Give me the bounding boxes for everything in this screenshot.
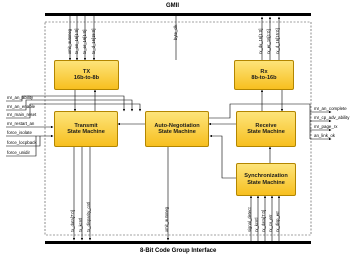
receive-state-machine: Receive State Machine [236,111,296,147]
receive-block-subtitle: State Machine [247,129,285,135]
signal-rx-cv-err: rx_cv_err [268,214,273,232]
code-group-interface-label: 8-Bit Code Group Interface [140,248,217,254]
signal-mr-an-enable: mr_an_enable [7,104,36,109]
gmii-bus [45,13,311,16]
transmit-block-title: Transmit [74,122,98,129]
signal-rx-d-16: rx_d_16[15:0] [275,28,280,54]
tx-block-title: TX [82,68,91,75]
signal-mr-main-reset: mr_main_reset [7,112,37,117]
sync-block-subtitle: State Machine [247,179,285,186]
rx-block: Rx 8b-to-16b [234,60,294,90]
signal-force-unidir: force_unidir [7,150,30,155]
signal-tx-kcntl: tx_kcntl [78,217,83,232]
signal-lines [6,16,332,241]
rx-block-subtitle: 8b-to-16b [251,75,277,81]
signal-tx-en-16: tx_en_16[1:0] [74,28,79,54]
pcs-boundary [44,21,312,236]
signal-rx-data: rx_data[7:0] [261,209,266,232]
gmii-label: GMII [166,3,179,9]
signal-rx-dv-16: rx_dv_16[1:0] [258,28,263,54]
rx-block-title: Rx [260,68,268,75]
signal-force-locpback: force_locpback [7,140,37,145]
autonegotiation-state-machine: Auto-Negotiation State Machine [145,111,209,147]
signal-an-link-ok: an_link_ok [314,133,335,138]
signal-tx-d-16: tx_d_16[15:0] [91,28,96,54]
signal-xmit-autoneg-bottom: xmit_autoneg [164,206,169,232]
signal-rx-er-16: rx_er_16[1:0] [266,29,271,54]
autoneg-block-subtitle: State Machine [158,129,196,135]
transmit-state-machine: Transmit State Machine [54,111,118,147]
signal-tx-disparity-cntl: tx_disparity_cntl [86,201,91,232]
sync-block-title: Synchronization [244,173,288,179]
autoneg-block-title: Auto-Negotiation [154,122,200,129]
signal-rx-kcntl: rx_kcntl [254,217,259,232]
synchronization-state-machine: Synchronization State Machine [236,163,296,196]
transmit-block-subtitle: State Machine [67,129,105,135]
receive-block-title: Receive [255,122,277,129]
tx-block: TX 16b-to-8b [54,60,119,90]
signal-force-isolate: force_isolate [7,130,32,135]
signal-signal-detect: signal_detect [247,207,252,232]
signal-mr-page-rx: mr_page_rx [314,124,338,129]
signal-mr-cp-adv-ability: mr_cp_adv_ability [314,115,350,120]
signal-tx-er-16: tx_er_16[1:0] [82,29,87,54]
tx-block-subtitle: 16b-to-8b [73,75,100,81]
signal-tx-data: tx_data[7:0] [70,210,75,232]
signal-mr-restart-an: mr_restart_an [7,121,35,126]
signal-rx-disp-err: rx_disp_err [275,211,280,232]
signal-byte-clk: byte_clk [173,24,178,40]
code-group-bus [45,241,311,244]
signal-mr-an-complete: mr_an_complete [314,106,347,111]
signal-mr-an-ability: mr_an_ability [7,95,34,100]
signal-xmit-autoneg-top: xmit_autoneg [67,28,72,54]
